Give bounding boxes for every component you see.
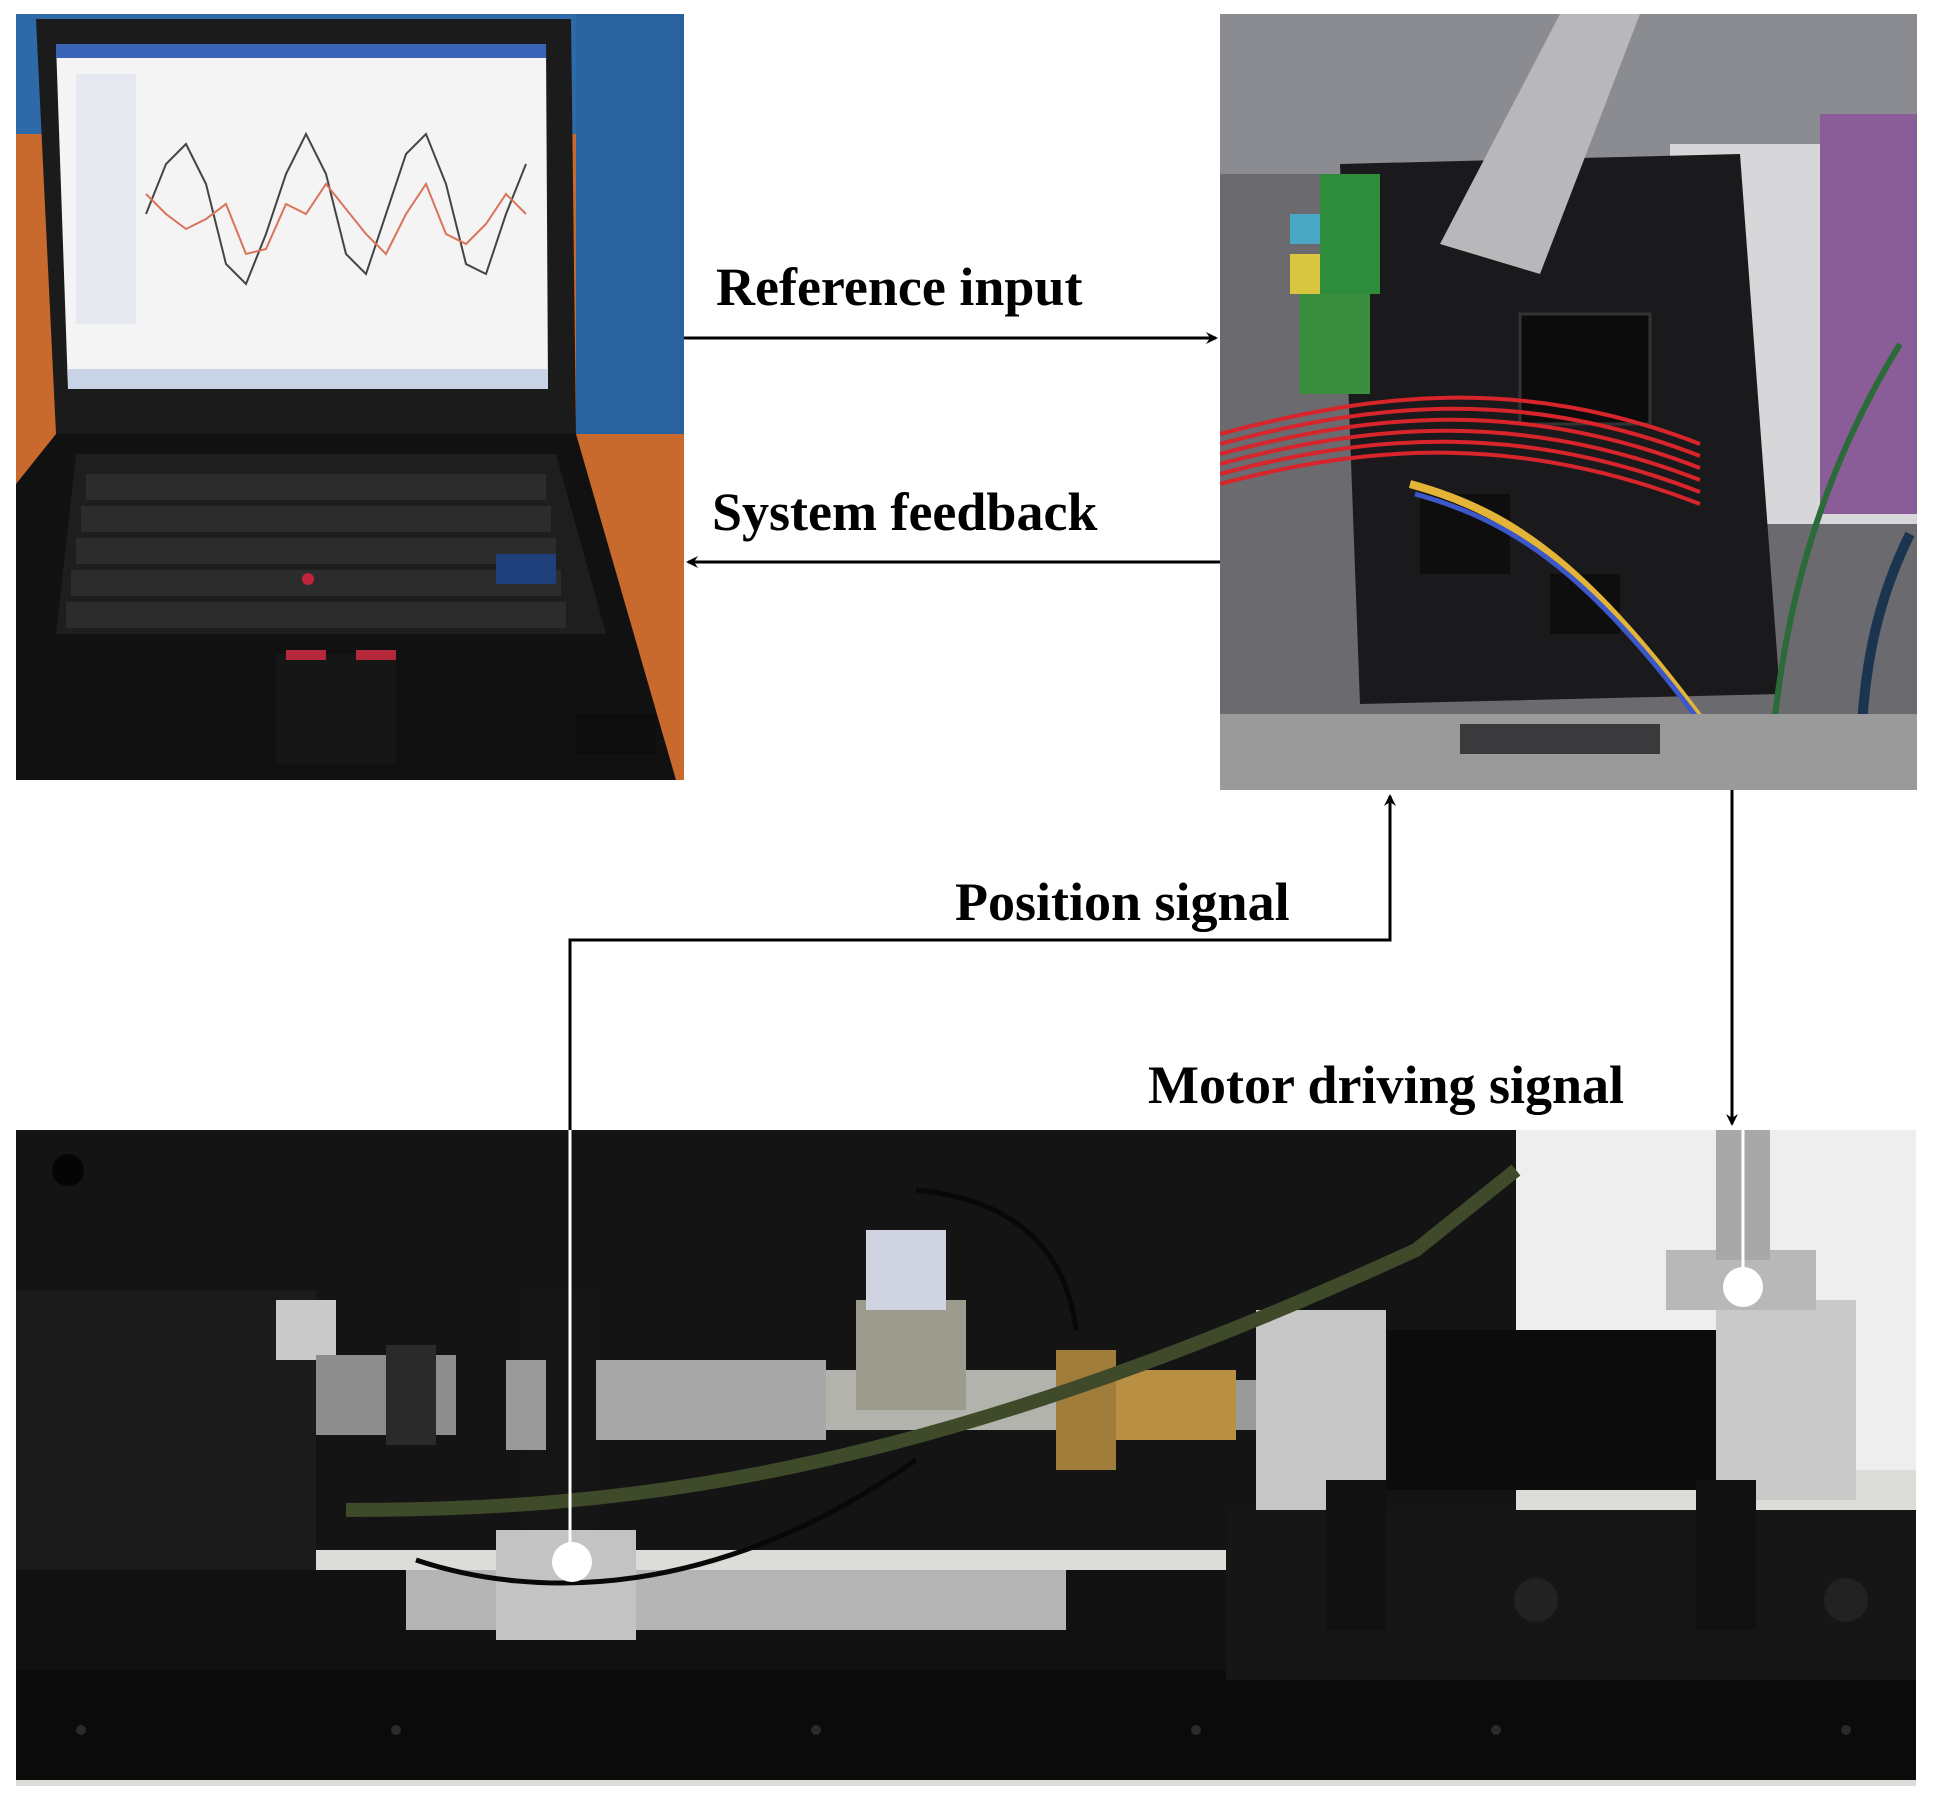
system-feedback-label: System feedback xyxy=(712,482,1098,542)
motor-driving-signal-label: Motor driving signal xyxy=(1148,1055,1625,1115)
controller-board-photo xyxy=(1220,14,1917,790)
laptop-photo xyxy=(16,14,684,780)
test-bench-photo xyxy=(16,1130,1916,1786)
position-signal-label: Position signal xyxy=(955,872,1290,932)
position-sensor-marker xyxy=(552,1542,592,1582)
motor-connector-marker xyxy=(1723,1267,1763,1307)
reference-input-label: Reference input xyxy=(716,257,1083,317)
